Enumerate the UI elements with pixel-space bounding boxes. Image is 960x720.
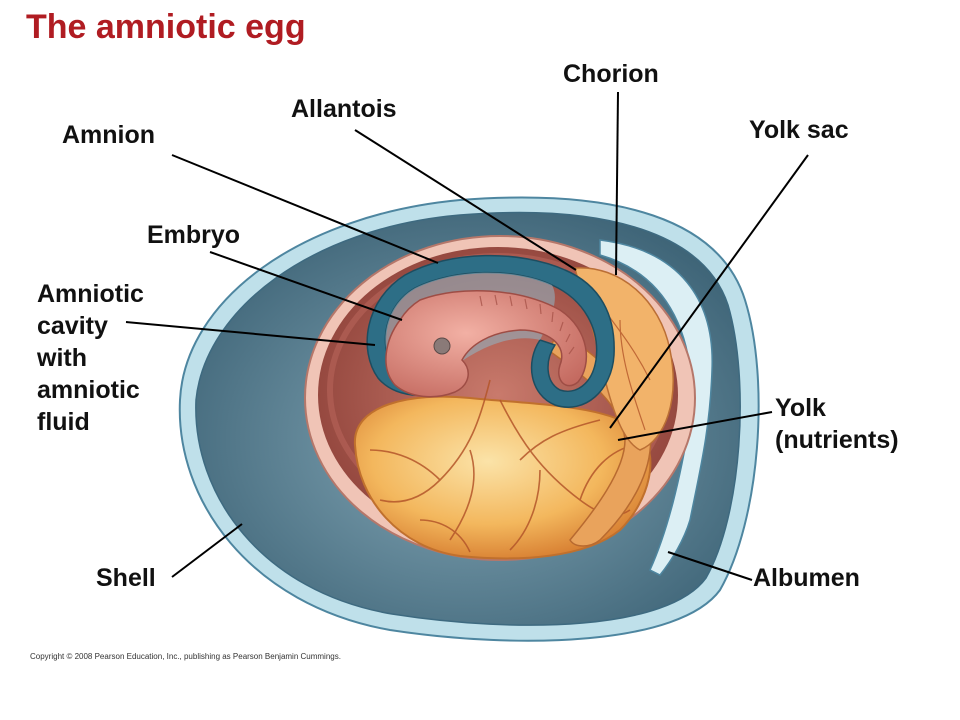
embryo-segments xyxy=(479,294,575,355)
label-yolk-line: Yolk xyxy=(775,394,826,422)
label-yolk-sac: Yolk sac xyxy=(749,116,849,144)
label-amniotic-cavity-line: Amniotic xyxy=(37,280,144,308)
label-amniotic-cavity-line: amniotic xyxy=(37,376,140,404)
page-title: The amniotic egg xyxy=(26,8,306,46)
leader-amniotic-cavity xyxy=(125,321,376,346)
leader-yolk-sac xyxy=(609,154,809,429)
leader-yolk xyxy=(617,411,773,441)
yolk xyxy=(353,395,652,560)
leader-shell xyxy=(171,523,243,578)
label-amniotic-cavity-line: with xyxy=(37,344,87,372)
embryo-eye xyxy=(433,337,451,355)
label-amniotic-cavity: Amniotic cavity with amniotic fluid xyxy=(37,278,144,438)
copyright-note: Copyright © 2008 Pearson Education, Inc.… xyxy=(30,652,341,661)
label-allantois: Allantois xyxy=(291,95,397,123)
label-yolk: Yolk (nutrients) xyxy=(775,392,899,456)
label-amnion: Amnion xyxy=(62,121,156,149)
leader-lines xyxy=(125,91,809,581)
label-amniotic-cavity-line: fluid xyxy=(37,408,90,436)
leader-amnion xyxy=(171,154,439,264)
leader-allantois xyxy=(354,129,577,271)
leader-chorion xyxy=(615,91,619,276)
label-chorion: Chorion xyxy=(563,60,659,88)
label-albumen: Albumen xyxy=(753,564,860,592)
label-embryo: Embryo xyxy=(147,221,241,249)
label-yolk-line: (nutrients) xyxy=(775,426,899,454)
embryo xyxy=(385,289,588,398)
leader-embryo xyxy=(209,251,403,321)
label-shell: Shell xyxy=(96,564,156,592)
leader-albumen xyxy=(667,551,753,581)
label-amniotic-cavity-line: cavity xyxy=(37,312,108,340)
